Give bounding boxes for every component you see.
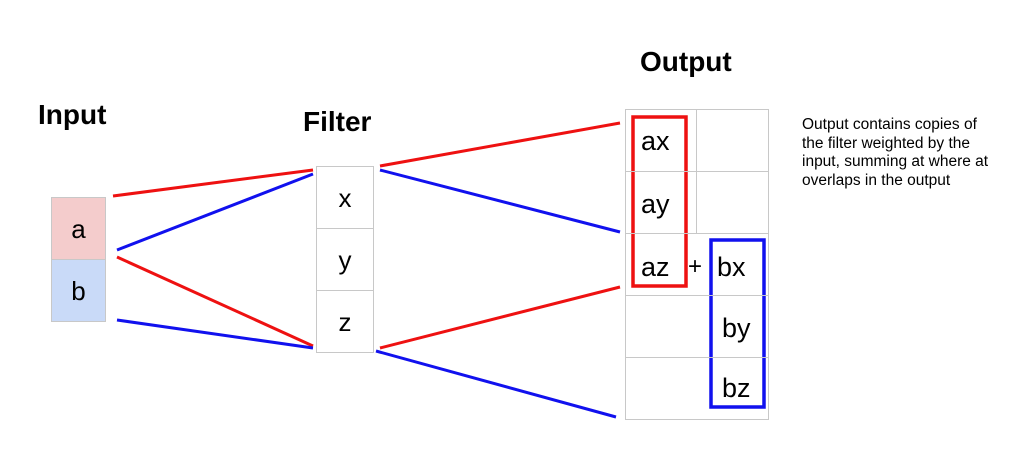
line-filter-to-output-red-top: [379, 121, 621, 168]
filter-cell-y: y: [316, 228, 374, 291]
output-ay: ay: [641, 189, 670, 219]
filter-heading: Filter: [303, 106, 372, 137]
blue-copy-box: [709, 238, 766, 409]
line-filter-to-output-red-bottom: [379, 285, 621, 350]
filter-cell-x: x: [316, 166, 374, 229]
output-by: by: [722, 313, 751, 343]
line-filter-to-output-blue-bottom: [375, 349, 617, 419]
output-az: az: [641, 252, 670, 282]
input-cell-a: a: [51, 197, 106, 260]
output-bx: bx: [717, 252, 746, 282]
output-heading: Output: [640, 46, 732, 77]
output-bz: bz: [722, 373, 751, 403]
line-filter-to-output-blue-top: [379, 168, 621, 234]
output-ax: ax: [641, 126, 670, 156]
output-grid-cell: [696, 109, 769, 172]
input-heading: Input: [38, 99, 107, 130]
explanation-note: Output contains copies of the filter wei…: [802, 116, 989, 189]
line-b-to-filter-top: [116, 172, 314, 252]
output-plus: +: [688, 253, 703, 280]
filter-cell-z: z: [316, 290, 374, 353]
input-cell-b: b: [51, 259, 106, 322]
line-a-to-filter-bottom: [116, 255, 314, 348]
output-grid-cell: [625, 357, 769, 420]
line-a-to-filter-top: [112, 168, 314, 198]
line-b-to-filter-bottom: [116, 318, 314, 350]
output-grid-cell: [696, 171, 769, 234]
red-copy-box: [631, 115, 688, 288]
